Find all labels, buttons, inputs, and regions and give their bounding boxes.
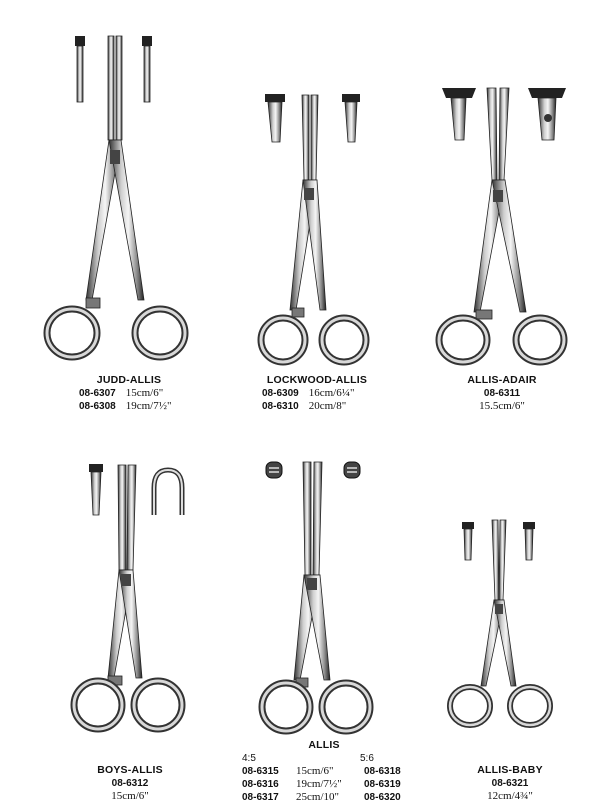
boys-allis-caption: BOYS-ALLIS 08-6312 15cm/6" xyxy=(80,764,180,803)
size: 15cm/6" xyxy=(125,387,164,399)
judd-allis-jaw-detail-left xyxy=(75,36,85,103)
boys-allis-jaw-detail-left xyxy=(89,464,103,516)
lockwood-allis-jaw-detail-left xyxy=(265,94,285,143)
ratio-right: 5:6 xyxy=(360,753,374,764)
judd-allis-caption: JUDD-ALLIS 08-6307 15cm/6" 08-6308 19cm/… xyxy=(79,374,179,413)
size: 19cm/7½" xyxy=(296,778,342,790)
size: 12cm/4¾" xyxy=(487,790,533,802)
lockwood-allis-jaw-detail-right xyxy=(342,94,360,143)
spec-row: 08-6307 15cm/6" xyxy=(79,387,179,400)
catalog-number: 08-6311 xyxy=(483,388,521,399)
ratio-row: 4:5 5:6 xyxy=(242,752,412,765)
catalog-number: 08-6308 xyxy=(79,401,116,412)
spec-row: 08-6310 20cm/8" xyxy=(262,400,372,413)
catalog-number: 08-6312 xyxy=(111,778,149,789)
allis-jaw-detail-right xyxy=(343,461,361,479)
catalog-number: 08-6310 xyxy=(262,401,299,412)
judd-allis-jaw-detail-right xyxy=(142,36,152,103)
product-name: JUDD-ALLIS xyxy=(96,374,162,386)
allis-baby-jaw-detail-right xyxy=(523,522,535,561)
size: 25cm/10" xyxy=(296,791,339,803)
allis-adair-jaw-detail-left xyxy=(442,88,476,141)
catalog-number: 08-6307 xyxy=(79,388,116,399)
allis-jaw-detail-left xyxy=(265,461,283,479)
catalog-number: 08-6321 xyxy=(491,778,529,789)
product-name: ALLIS-BABY xyxy=(477,764,543,776)
ratio-left: 4:5 xyxy=(242,753,256,764)
allis-caption: ALLIS 4:5 5:6 08-6315 15cm/6" 08-6318 08… xyxy=(242,739,412,804)
product-name: ALLIS xyxy=(308,739,340,751)
spec-row: 08-6309 16cm/6¼" xyxy=(262,387,372,400)
size: 15cm/6" xyxy=(111,790,149,802)
catalog-number: 08-6315 xyxy=(242,766,279,777)
catalog-number: 08-6316 xyxy=(242,779,279,790)
size: 19cm/7½" xyxy=(125,400,172,412)
allis-baby-caption: ALLIS-BABY 08-6321 12cm/4¾" xyxy=(460,764,560,803)
allis-adair-jaw-detail-right xyxy=(528,88,566,141)
judd-allis-forceps-image xyxy=(43,35,568,366)
catalog-number: 08-6317 xyxy=(242,792,279,803)
spec-row: 08-6316 19cm/7½" 08-6319 xyxy=(242,778,412,791)
catalog-number: 08-6309 xyxy=(262,388,299,399)
size: 15cm/6" xyxy=(296,765,334,777)
allis-baby-jaw-detail-left xyxy=(462,522,474,561)
product-name: BOYS-ALLIS xyxy=(97,764,163,776)
product-name: LOCKWOOD-ALLIS xyxy=(266,374,368,386)
allis-adair-caption: ALLIS-ADAIR 08-6311 15.5cm/6" xyxy=(452,374,552,413)
size: 15.5cm/6" xyxy=(479,400,525,412)
spec-row: 08-6315 15cm/6" 08-6318 xyxy=(242,765,412,778)
product-name: ALLIS-ADAIR xyxy=(467,374,537,386)
boys-allis-jaw-detail-curved xyxy=(151,467,185,515)
product-judd-allis xyxy=(43,35,568,366)
size: 20cm/8" xyxy=(308,400,347,412)
spec-row: 08-6308 19cm/7½" xyxy=(79,400,179,413)
catalog-number-alt: 08-6318 xyxy=(364,766,401,777)
lockwood-allis-caption: LOCKWOOD-ALLIS 08-6309 16cm/6¼" 08-6310 … xyxy=(262,374,372,413)
catalog-number-alt: 08-6320 xyxy=(364,792,401,803)
size: 16cm/6¼" xyxy=(308,387,355,399)
catalog-number-alt: 08-6319 xyxy=(364,779,401,790)
spec-row: 08-6317 25cm/10" 08-6320 xyxy=(242,791,412,804)
